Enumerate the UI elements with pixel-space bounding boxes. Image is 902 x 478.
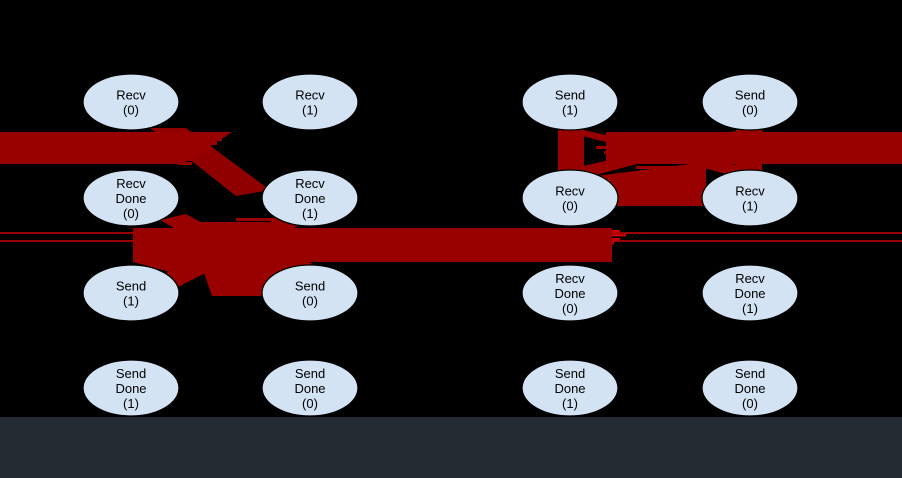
node-label-line: Recv [116, 88, 146, 103]
edge-recv0-to-recvdone1 [150, 128, 270, 196]
node-label-line: Send [295, 366, 325, 381]
node-label-line: (1) [742, 301, 758, 316]
node-label-line: Recv [295, 176, 325, 191]
node-label-line: Send [735, 366, 765, 381]
node-send-1[interactable]: Send(1) [82, 264, 180, 322]
edge-band-mid-left-taper [133, 228, 206, 272]
node-label-line: Done [554, 286, 585, 301]
edge-feather-right [596, 146, 726, 189]
node-label-line: Done [554, 381, 585, 396]
bottom-status-bar [0, 417, 902, 478]
node-ellipse[interactable] [82, 73, 180, 131]
node-recv-1[interactable]: Recv(1) [261, 73, 359, 131]
node-ellipse[interactable] [82, 169, 180, 227]
node-ellipse[interactable] [82, 264, 180, 322]
edge-band-mid-right-stub [572, 228, 612, 262]
node-label-line: Send [116, 279, 146, 294]
node-ellipse[interactable] [261, 359, 359, 417]
node-ellipse[interactable] [701, 73, 799, 131]
node-label-line: (0) [123, 103, 139, 118]
node-label-line: (0) [742, 396, 758, 411]
node-ellipse[interactable] [261, 169, 359, 227]
node-label-line: (1) [562, 396, 578, 411]
node-label-line: Send [295, 279, 325, 294]
node-label-line: (1) [302, 206, 318, 221]
node-ellipse[interactable] [701, 359, 799, 417]
node-ellipse[interactable] [521, 169, 619, 227]
node-ellipse[interactable] [261, 73, 359, 131]
node-label-line: Done [734, 381, 765, 396]
node-recv-1-mid[interactable]: Recv(1) [701, 169, 799, 227]
edge-band-top-left [0, 132, 182, 164]
node-label-line: (0) [123, 206, 139, 221]
node-label-line: Recv [295, 88, 325, 103]
node-ellipse[interactable] [701, 264, 799, 322]
node-label-line: (0) [562, 199, 578, 214]
node-label-line: (1) [562, 103, 578, 118]
node-ellipse[interactable] [701, 169, 799, 227]
node-label-line: Recv [735, 184, 765, 199]
node-ellipse[interactable] [521, 73, 619, 131]
node-label-line: (1) [742, 199, 758, 214]
node-ellipse[interactable] [82, 359, 180, 417]
node-label-line: (0) [562, 301, 578, 316]
node-label-line: (1) [302, 103, 318, 118]
node-label-line: Done [115, 191, 146, 206]
node-label-line: (1) [123, 294, 139, 309]
node-recv-0-mid[interactable]: Recv(0) [521, 169, 619, 227]
edge-band-mid-center [310, 228, 574, 262]
node-label-line: Done [734, 286, 765, 301]
node-label-line: (0) [302, 396, 318, 411]
node-label-line: (0) [742, 103, 758, 118]
node-label-line: Recv [555, 271, 585, 286]
node-label-line: (1) [123, 396, 139, 411]
node-label-line: Send [555, 366, 585, 381]
node-label-line: Send [555, 88, 585, 103]
node-ellipse[interactable] [521, 264, 619, 322]
node-label-line: Send [116, 366, 146, 381]
node-send-0-top[interactable]: Send(0) [701, 73, 799, 131]
node-label-line: Recv [735, 271, 765, 286]
node-recv-0[interactable]: Recv(0) [82, 73, 180, 131]
node-ellipse[interactable] [261, 264, 359, 322]
node-label-line: (0) [302, 294, 318, 309]
node-label-line: Done [294, 381, 325, 396]
node-send-1-top[interactable]: Send(1) [521, 73, 619, 131]
node-layer: Recv(0)Recv(1)Send(1)Send(0)RecvDone(0)R… [82, 73, 799, 417]
node-label-line: Done [115, 381, 146, 396]
node-send-0[interactable]: Send(0) [261, 264, 359, 322]
node-ellipse[interactable] [521, 359, 619, 417]
node-label-line: Recv [555, 184, 585, 199]
node-label-line: Done [294, 191, 325, 206]
node-label-line: Send [735, 88, 765, 103]
node-label-line: Recv [116, 176, 146, 191]
